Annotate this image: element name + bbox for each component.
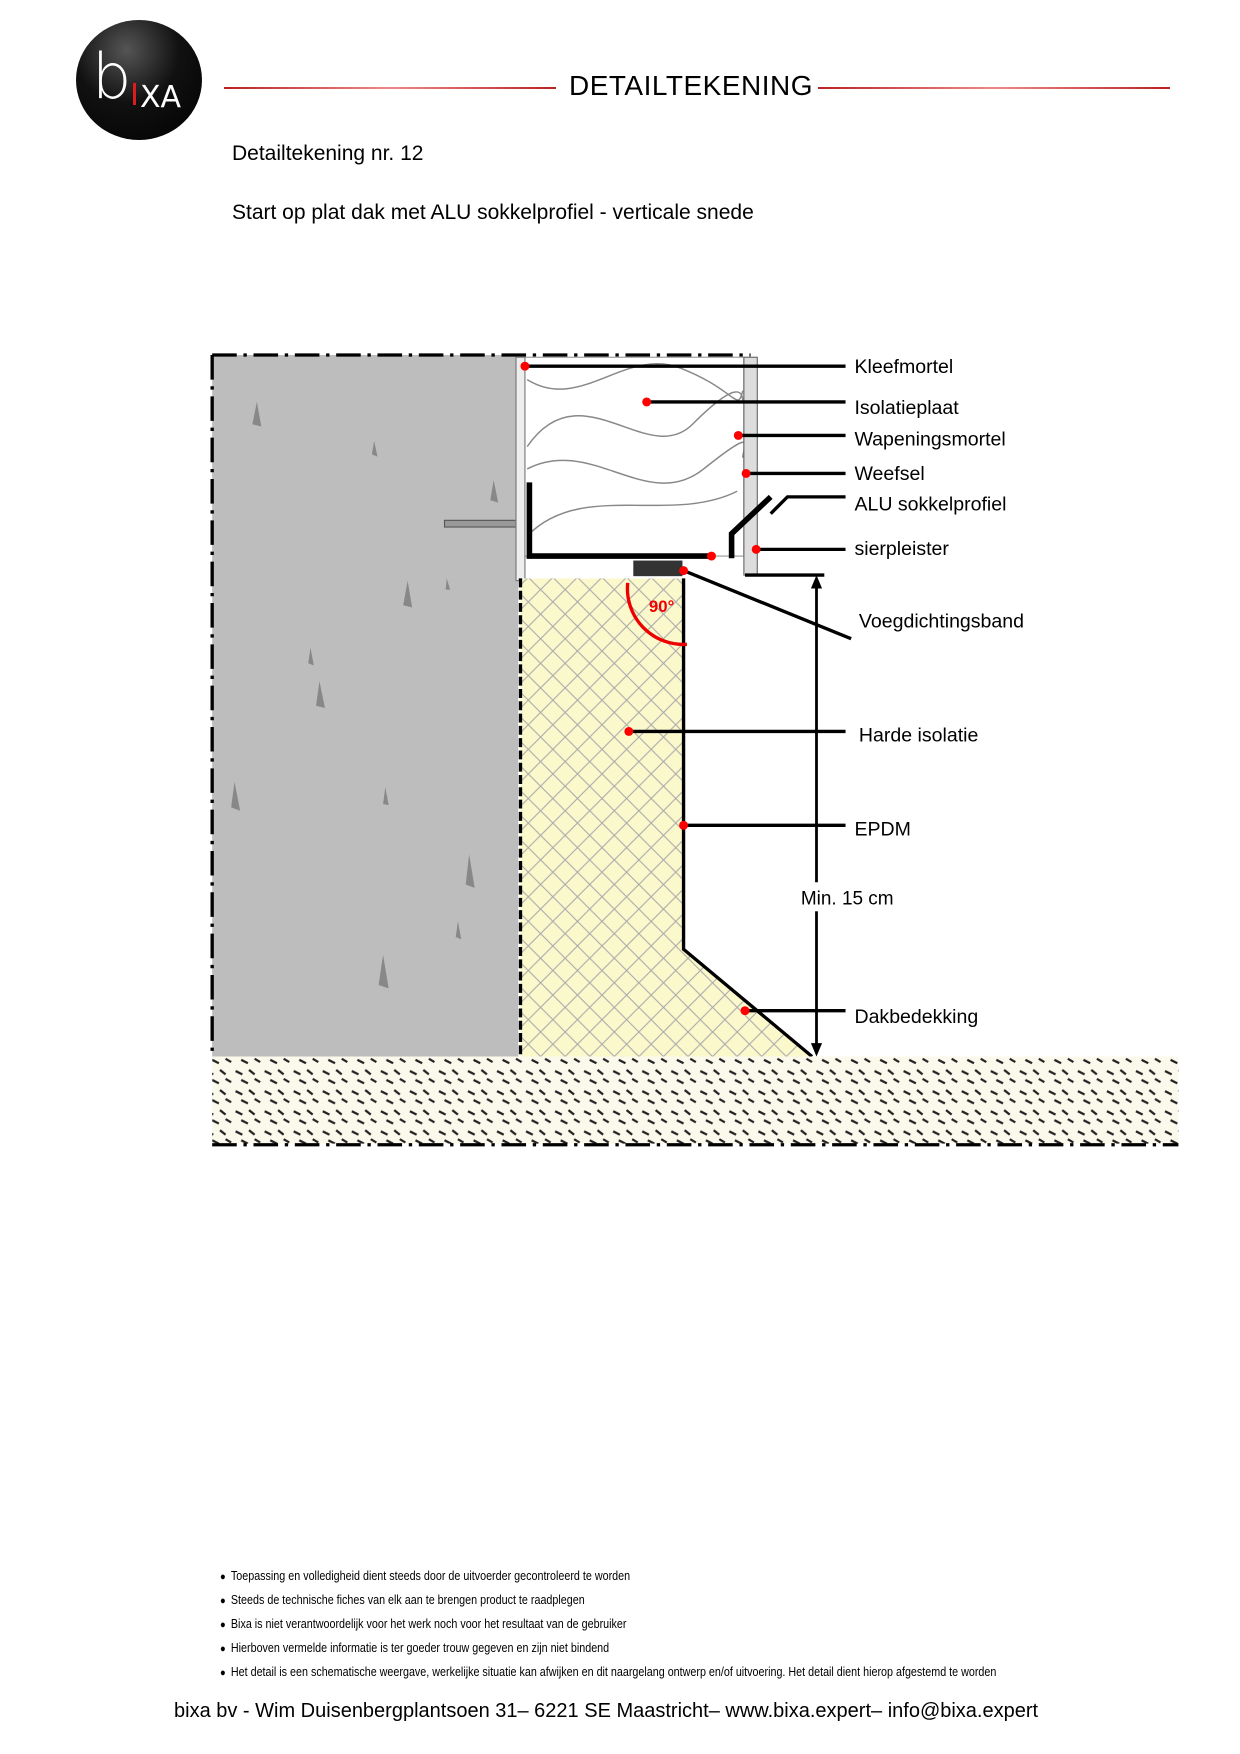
note-item: Toepassing en volledigheid dient steeds … [220, 1564, 996, 1588]
label-sierpleister: sierpleister [854, 538, 949, 560]
company-footer: bixa bv - Wim Duisenbergplantsoen 31– 62… [174, 1700, 1039, 1722]
dimension-label: Min. 15 cm [801, 889, 894, 910]
note-item: Steeds de technische fiches van elk aan … [220, 1588, 996, 1612]
label-harde-isolatie: Harde isolatie [859, 725, 978, 747]
angle-label: 90° [649, 597, 674, 616]
concrete-wall [212, 355, 519, 1057]
header-rule-right [818, 87, 1170, 89]
note-item: Het detail is een schematische weergave,… [220, 1660, 996, 1684]
detail-drawing: 90° Min. 15 cm Kleefmortel Isolatieplaat… [210, 353, 1179, 1147]
label-dakbedekking: Dakbedekking [854, 1006, 978, 1028]
insulation-board [524, 356, 745, 557]
joint-sealing-tape [633, 560, 683, 577]
drawing-description: Start op plat dak met ALU sokkelprofiel … [232, 201, 754, 224]
label-isolatieplaat: Isolatieplaat [854, 397, 959, 419]
label-wapeningsmortel: Wapeningsmortel [854, 428, 1005, 450]
epdm-membrane [681, 578, 814, 1058]
label-weefsel: Weefsel [854, 463, 924, 485]
concrete-aggregate [231, 401, 499, 989]
note-item: Hierboven vermelde informatie is ter goe… [220, 1636, 996, 1660]
page-title: DETAILTEKENING [569, 70, 814, 101]
label-voegdichtingsband: Voegdichtingsband [859, 611, 1024, 633]
note-item: Bixa is niet verantwoordelijk voor het w… [220, 1612, 996, 1636]
label-alu-sokkelprofiel: ALU sokkelprofiel [854, 493, 1006, 515]
label-kleefmortel: Kleefmortel [854, 356, 953, 378]
label-epdm: EPDM [854, 818, 910, 840]
drawing-number: Detailtekening nr. 12 [232, 142, 424, 165]
label-markers [520, 361, 761, 1016]
disclaimer-notes: Toepassing en volledigheid dient steeds … [220, 1564, 1123, 1684]
header-rule-left [224, 87, 556, 89]
